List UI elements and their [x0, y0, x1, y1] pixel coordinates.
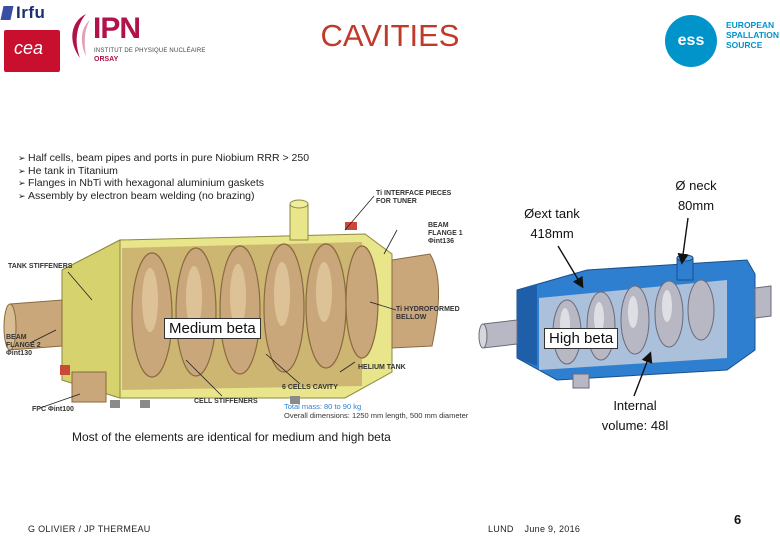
label-beam-flange-2: BEAM FLANGE 2 Φint130 — [6, 334, 41, 358]
ess-logo-text: ess — [677, 32, 705, 49]
ipn-logo: IPN — [93, 12, 141, 45]
ipn-city: ORSAY — [94, 56, 119, 63]
footer-location-date: LUND June 9, 2016 — [488, 524, 580, 534]
ess-name: EUROPEAN SPALLATION SOURCE — [726, 20, 780, 50]
cea-logo — [4, 30, 60, 72]
page-title: CAVITIES — [320, 18, 460, 53]
page-number: 6 — [734, 512, 742, 527]
neck-arrow — [677, 217, 689, 265]
ess-name-line: EUROPEAN — [726, 20, 775, 30]
ext-tank-line1: Øext tank — [524, 206, 580, 221]
high-beta-label: High beta — [544, 328, 619, 349]
label-tank-stiffeners: TANK STIFFENERS — [8, 263, 73, 270]
label-cell-stiffeners: CELL STIFFENERS — [194, 398, 258, 405]
label-ti-hydroformed-line2: BELLOW — [396, 314, 427, 321]
overall-dimensions-line: Overall dimensions: 1250 mm length, 500 … — [284, 410, 469, 420]
label-helium-tank: HELIUM TANK — [358, 364, 406, 371]
high-beta-cavity-drawing — [478, 254, 772, 389]
internal-volume-annotation: Internal volume: 48l — [590, 396, 680, 436]
label-six-cells-cavity: 6 CELLS CAVITY — [282, 384, 338, 391]
ext-tank-line2: 418mm — [530, 226, 574, 241]
ess-name-line: SOURCE — [726, 40, 763, 50]
label-beam-flange-2-line2: FLANGE 2 — [6, 342, 41, 349]
bullet-item: He tank in Titanium — [18, 165, 309, 178]
ess-logo-circle — [665, 15, 717, 67]
bullet-item: Assembly by electron beam welding (no br… — [18, 190, 309, 203]
label-ti-interface-line1: Ti INTERFACE PIECES — [376, 190, 452, 197]
ipn-subtitle: INSTITUT DE PHYSIQUE NUCLÉAIRE — [94, 48, 206, 54]
medium-beta-label: Medium beta — [164, 318, 261, 339]
internal-volume-line2: volume: 48l — [601, 418, 669, 433]
neck-annotation: Ø neck 80mm — [658, 176, 734, 216]
bullet-item: Half cells, beam pipes and ports in pure… — [18, 152, 309, 165]
neck-line1: Ø neck — [675, 178, 717, 193]
irfu-logo: Irfu — [16, 3, 46, 22]
label-ti-interface-line2: FOR TUNER — [376, 198, 417, 205]
footer-authors: G OLIVIER / JP THERMEAU — [28, 524, 151, 534]
internal-volume-arrow — [633, 351, 653, 397]
label-beam-flange-1: BEAM FLANGE 1 Φint136 — [428, 222, 463, 246]
label-beam-flange-2-line3: Φint130 — [6, 350, 32, 357]
label-ti-interface: Ti INTERFACE PIECES FOR TUNER — [376, 190, 451, 206]
label-beam-flange-2-line1: BEAM — [6, 334, 27, 341]
footer-location: LUND — [488, 524, 514, 534]
label-beam-flange-1-line1: BEAM — [428, 222, 449, 229]
neck-line2: 80mm — [677, 198, 715, 213]
label-ti-hydroformed-line1: Ti HYDROFORMED — [396, 306, 460, 313]
cea-logo-text: cea — [14, 38, 44, 58]
medium-beta-cavity-drawing — [3, 195, 439, 409]
ext-tank-annotation: Øext tank 418mm — [512, 204, 592, 244]
bullet-item: Flanges in NbTi with hexagonal aluminium… — [18, 177, 309, 190]
label-ti-hydroformed: Ti HYDROFORMED BELLOW — [396, 306, 460, 322]
label-beam-flange-1-line3: Φint136 — [428, 238, 454, 245]
internal-volume-line1: Internal — [613, 398, 657, 413]
ext-tank-arrow — [557, 245, 584, 289]
total-mass-note: Total mass: 80 to 90 kg Overall dimensio… — [284, 402, 469, 420]
total-mass-line: Total mass: 80 to 90 kg — [284, 402, 362, 411]
label-beam-flange-1-line2: FLANGE 1 — [428, 230, 463, 237]
footer-date: June 9, 2016 — [524, 524, 581, 534]
ess-name-line: SPALLATION — [726, 30, 780, 40]
ipn-swirl-icon — [72, 14, 90, 58]
figure-caption: Most of the elements are identical for m… — [72, 430, 391, 444]
label-fpc: FPC Φint100 — [32, 406, 74, 413]
feature-bullet-list: Half cells, beam pipes and ports in pure… — [18, 152, 309, 202]
high-beta-cavity-image — [477, 240, 775, 393]
